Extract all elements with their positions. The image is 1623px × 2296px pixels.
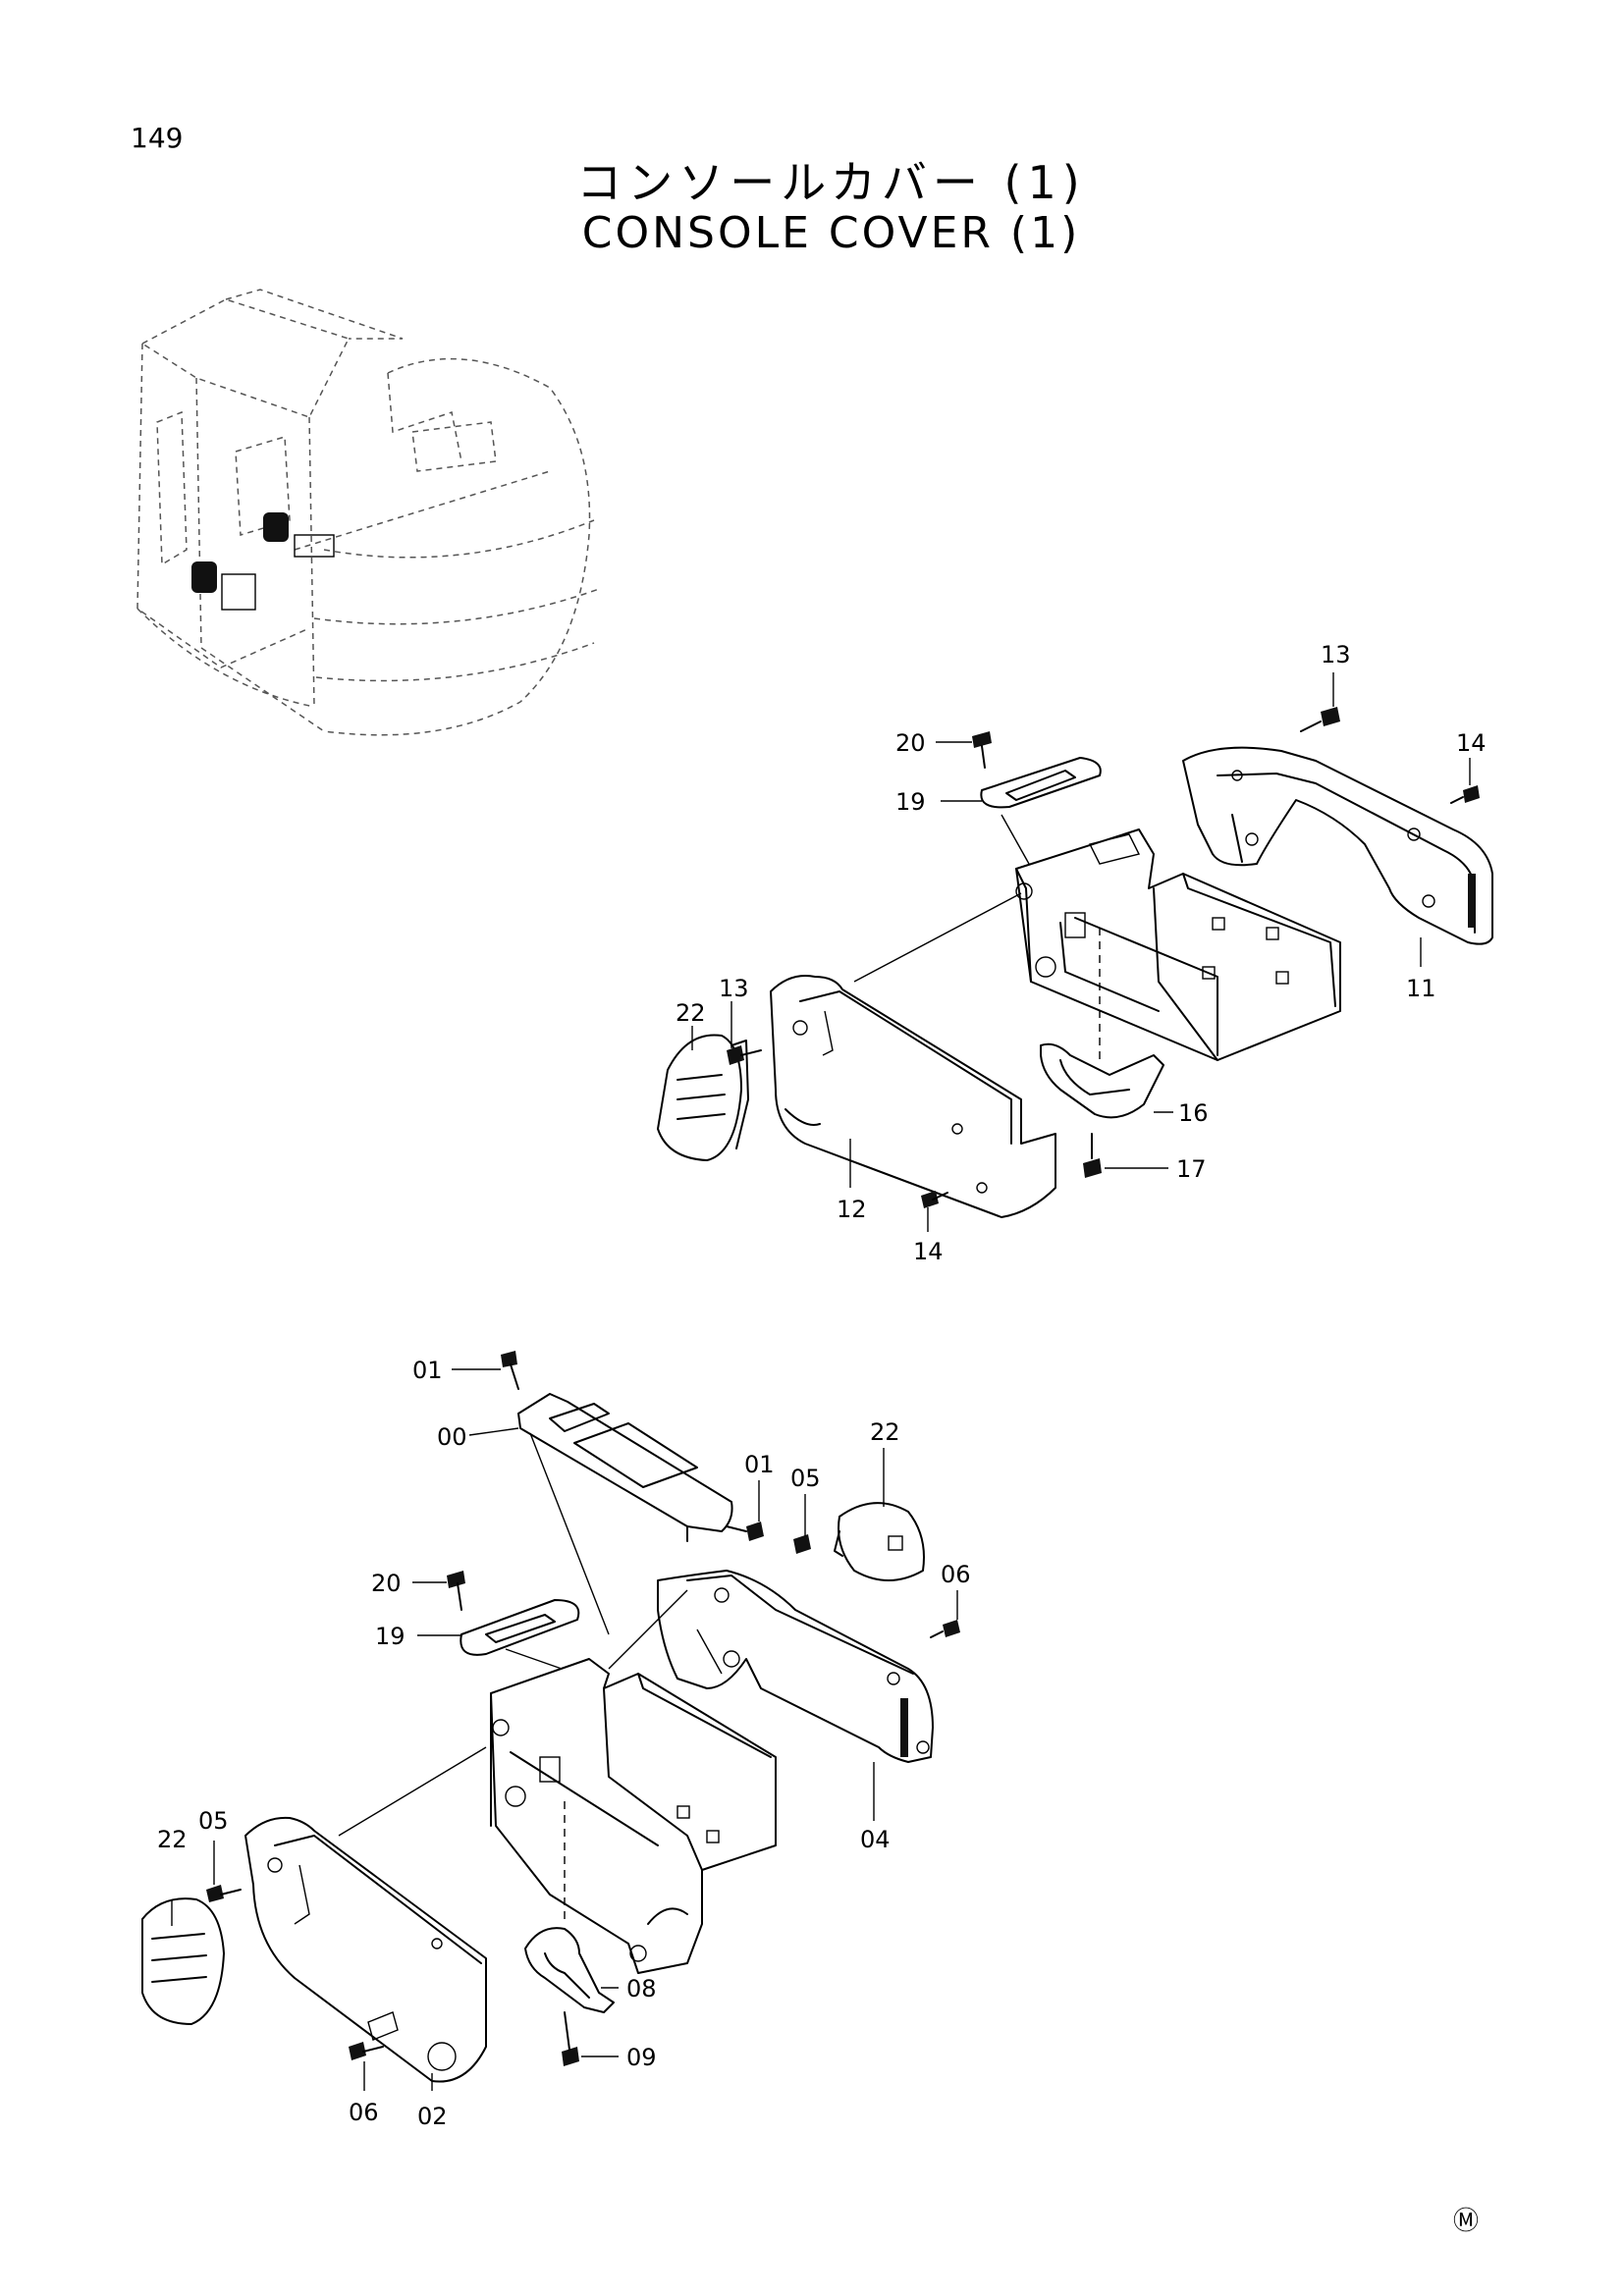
callout-19-lower: 19 xyxy=(375,1623,406,1650)
part-20-bolt-lower xyxy=(447,1571,465,1611)
upper-assembly xyxy=(657,707,1493,1218)
callout-13-top: 13 xyxy=(1321,641,1351,668)
part-06-bolt-left xyxy=(349,2042,384,2060)
callout-06-right: 06 xyxy=(941,1561,971,1588)
part-06-bolt-right xyxy=(930,1620,960,1638)
callout-22-lower: 22 xyxy=(157,1826,188,1853)
callout-14-right: 14 xyxy=(1456,729,1487,757)
upper-callouts: 13 14 20 19 11 13 22 16 17 12 14 xyxy=(676,641,1487,1265)
part-05-bolt-left xyxy=(206,1885,242,1902)
callout-09: 09 xyxy=(626,2044,657,2071)
callout-01-top: 01 xyxy=(412,1357,443,1384)
callout-08: 08 xyxy=(626,1975,657,2002)
part-16-bracket xyxy=(1040,1042,1164,1119)
console-frame-upper xyxy=(1015,828,1341,1061)
part-14-bolt-right xyxy=(1450,785,1480,804)
console-highlight-lower-icon xyxy=(191,561,217,593)
callout-01-right: 01 xyxy=(744,1451,775,1478)
part-08-bracket xyxy=(524,1927,615,2013)
leader-lines xyxy=(171,672,1471,2091)
callout-22-right: 22 xyxy=(870,1418,900,1446)
part-22-cap-lower xyxy=(141,1897,225,2025)
callout-17: 17 xyxy=(1176,1155,1207,1183)
callout-05-right: 05 xyxy=(790,1465,821,1492)
part-04-right-cover xyxy=(657,1570,934,1763)
part-02-left-cover xyxy=(244,1816,487,2083)
part-01-bolt-right xyxy=(726,1522,764,1541)
callout-20-upper: 20 xyxy=(895,729,926,757)
callout-13-left: 13 xyxy=(719,975,749,1002)
part-14-bolt-bottom xyxy=(921,1191,948,1208)
console-highlight-upper-icon xyxy=(263,512,289,542)
callout-11: 11 xyxy=(1406,975,1436,1002)
part-22-cap-right xyxy=(834,1502,925,1581)
page-title-japanese: コンソールカバー (1) xyxy=(576,156,1086,209)
part-19-gasket-lower xyxy=(460,1599,580,1656)
callout-20-lower: 20 xyxy=(371,1570,402,1597)
part-09-bolt xyxy=(562,2011,579,2066)
part-22-cap-upper xyxy=(657,1034,749,1161)
page-number: 149 xyxy=(131,122,184,154)
callout-00: 00 xyxy=(437,1423,467,1451)
console-frame-lower xyxy=(490,1658,777,1974)
callout-02: 02 xyxy=(417,2103,448,2130)
part-12-left-cover xyxy=(770,975,1056,1218)
callout-05-left: 05 xyxy=(198,1807,229,1835)
callout-14-bottom: 14 xyxy=(913,1238,944,1265)
page-title-english: CONSOLE COVER (1) xyxy=(581,208,1081,258)
excavator-overview-illustration xyxy=(136,289,600,736)
part-11-right-cover xyxy=(1182,746,1493,945)
part-19-gasket xyxy=(980,757,1102,809)
callout-12: 12 xyxy=(837,1196,867,1223)
part-01-bolt-top xyxy=(501,1351,519,1390)
lower-assembly xyxy=(141,1351,960,2083)
part-20-bolt-upper xyxy=(972,731,992,769)
callout-19-upper: 19 xyxy=(895,788,926,816)
callout-16: 16 xyxy=(1178,1099,1209,1127)
part-13-bolt-top xyxy=(1300,707,1340,732)
part-13-bolt-left xyxy=(727,1045,762,1065)
callout-06-left: 06 xyxy=(349,2099,379,2126)
lower-callouts: 01 00 01 05 22 20 06 19 04 22 05 08 09 0… xyxy=(157,1357,971,2130)
manufacturer-mark: Ⓜ xyxy=(1453,2207,1480,2236)
callout-22-upper: 22 xyxy=(676,999,706,1027)
callout-04: 04 xyxy=(860,1826,891,1853)
part-00-top-cover xyxy=(517,1393,733,1532)
part-17-bolt xyxy=(1083,1133,1102,1178)
part-05-bolt-right xyxy=(793,1534,811,1554)
